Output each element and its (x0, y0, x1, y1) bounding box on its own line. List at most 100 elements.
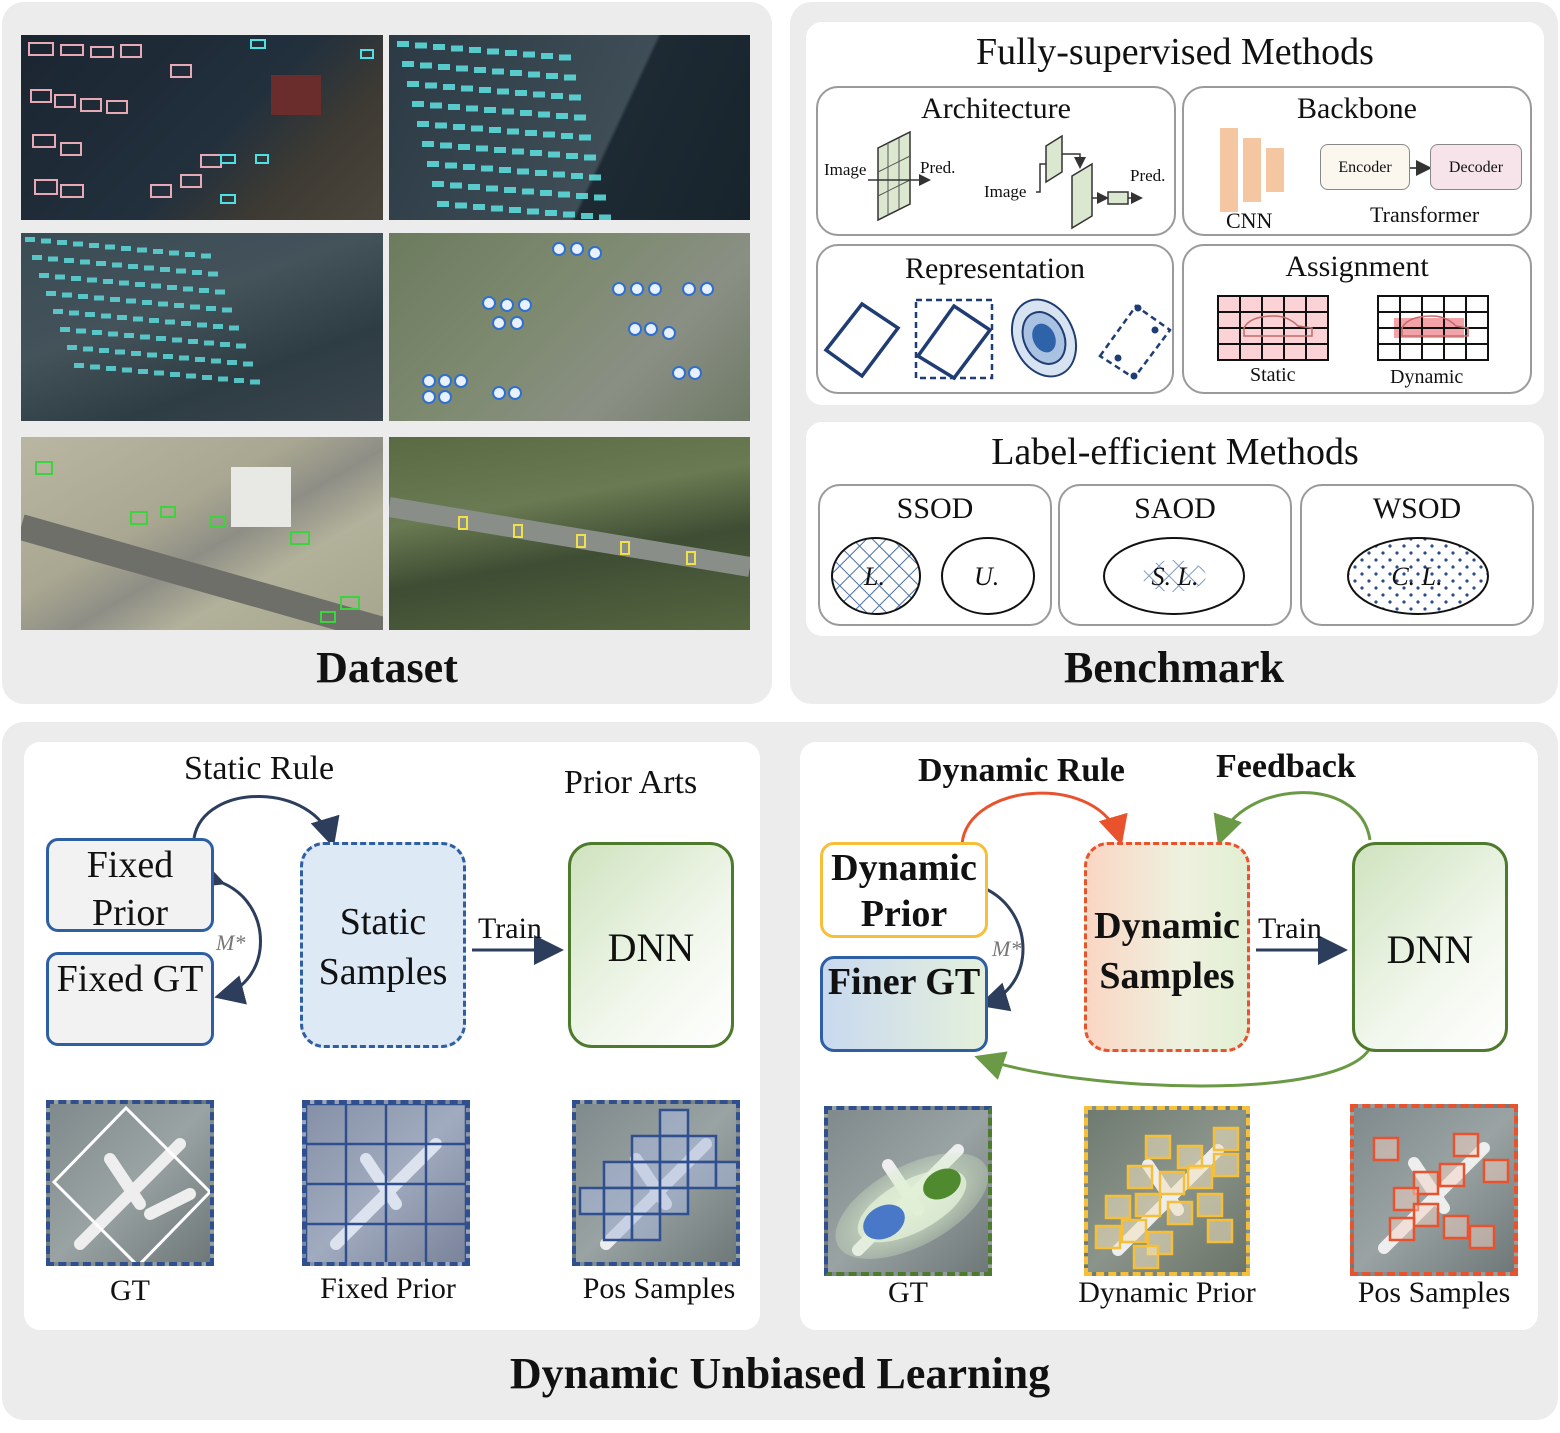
saod-title: SAOD (1134, 492, 1216, 525)
vehicle-mark (90, 364, 100, 370)
vehicle-mark (149, 318, 159, 323)
pos-samples-thumbnail (572, 1100, 740, 1266)
vehicle-mark (569, 94, 581, 101)
vehicle-mark (507, 128, 519, 135)
dynamic-arrows (955, 791, 1372, 1088)
caption-gt: GT (110, 1274, 150, 1307)
architecture-image-label: Image (824, 160, 867, 179)
vehicle-mark (140, 334, 150, 340)
vehicle-mark (455, 202, 467, 209)
vehicle-mark (220, 342, 230, 347)
vehicle-mark (461, 85, 473, 92)
vehicle-mark (128, 264, 138, 269)
vehicle-mark (437, 201, 449, 207)
storage-tank-mark (570, 242, 584, 256)
benchmark-title: Benchmark (1064, 643, 1284, 692)
aerial-harbor-image (21, 35, 383, 220)
vehicle-mark (463, 164, 475, 170)
vehicle-mark (39, 273, 49, 278)
prior-arts-heading: Prior Arts (564, 764, 698, 801)
storage-tank-mark (700, 282, 714, 296)
vehicle-mark (438, 64, 450, 70)
vehicle-mark (574, 114, 586, 121)
vehicle-mark (558, 191, 570, 198)
vehicle-mark (41, 238, 51, 244)
vehicle-mark (83, 346, 93, 352)
vehicle-mark (87, 277, 97, 283)
storage-tank-mark (492, 316, 506, 330)
storage-tank-mark (628, 322, 642, 336)
vehicle-mark (236, 343, 246, 349)
vehicle-mark (101, 313, 111, 319)
vehicle-mark (563, 211, 575, 218)
fixed-gt-box: Fixed GT (46, 952, 214, 1046)
vehicle-mark (201, 253, 211, 259)
vehicle-mark (489, 127, 501, 133)
dynamic-samples-box: Dynamic Samples (1084, 842, 1250, 1052)
ssod-unlabeled: U. (974, 562, 1000, 591)
train-label: Train (478, 912, 542, 945)
learning-title: Dynamic Unbiased Learning (509, 1349, 1051, 1398)
wsod-label: C. L. (1391, 562, 1443, 591)
storage-tank-mark (662, 326, 676, 340)
vehicle-mark (106, 366, 116, 371)
vehicle-mark (163, 354, 173, 359)
vehicle-mark (432, 181, 444, 187)
storage-tank-mark (422, 374, 436, 388)
storage-tank-mark (454, 374, 468, 388)
dynamic-prior-box: Dynamic Prior (820, 842, 988, 938)
vehicle-mark (499, 167, 511, 173)
vehicle-mark (581, 213, 593, 219)
vehicle-mark (172, 337, 182, 343)
vehicle-mark (218, 376, 228, 382)
vehicle-mark (494, 147, 506, 153)
static-samples-box: Static Samples (300, 842, 466, 1048)
vehicle-mark (473, 204, 485, 210)
wsod-box: WSOD C. L. (1300, 484, 1534, 626)
vehicle-mark (202, 375, 212, 380)
vehicle-mark (126, 298, 136, 304)
vehicle-mark (443, 84, 455, 90)
metric-label: M* (216, 930, 246, 955)
storage-tank-mark (588, 246, 602, 260)
saod-ellipse (1103, 537, 1245, 615)
vehicle-mark (546, 73, 558, 79)
aerial-shore-image (21, 233, 383, 421)
vehicle-mark (533, 91, 545, 98)
vehicle-mark (80, 259, 90, 265)
vehicle-mark (430, 102, 442, 109)
vehicle-mark (523, 51, 535, 58)
dynamic-caption-gt: GT (888, 1276, 928, 1309)
ssod-title: SSOD (896, 492, 974, 525)
vehicle-mark (545, 210, 557, 216)
vehicle-mark (407, 81, 419, 87)
vehicle-mark (57, 240, 67, 245)
vehicle-mark (206, 306, 216, 311)
vehicle-mark (32, 255, 42, 260)
fixed-prior-box: Fixed Prior (46, 838, 214, 934)
aerial-industrial-image (389, 233, 750, 421)
obb-shape (823, 301, 901, 379)
vehicle-mark (48, 256, 58, 262)
dynamic-samples-label: Dynamic Samples (1094, 905, 1240, 997)
storage-tank-mark (688, 366, 702, 380)
vehicle-mark (522, 188, 534, 195)
vehicle-mark (435, 122, 447, 129)
vehicle-mark (468, 184, 480, 190)
vehicle-mark (208, 271, 218, 277)
vehicle-mark (64, 258, 74, 263)
vehicle-mark (165, 319, 175, 325)
vehicle-mark (481, 165, 493, 172)
vehicle-mark (509, 207, 521, 213)
storage-tank-mark (644, 322, 658, 336)
vehicle-mark (147, 352, 157, 358)
vehicle-mark (486, 185, 498, 192)
vehicle-mark (512, 148, 524, 155)
vehicle-mark (96, 261, 106, 266)
vehicle-mark (548, 151, 560, 158)
vehicle-mark (46, 291, 56, 296)
vehicle-mark (117, 315, 127, 320)
vehicle-mark (211, 358, 221, 364)
vehicle-mark (487, 48, 499, 55)
vehicle-mark (541, 53, 553, 59)
